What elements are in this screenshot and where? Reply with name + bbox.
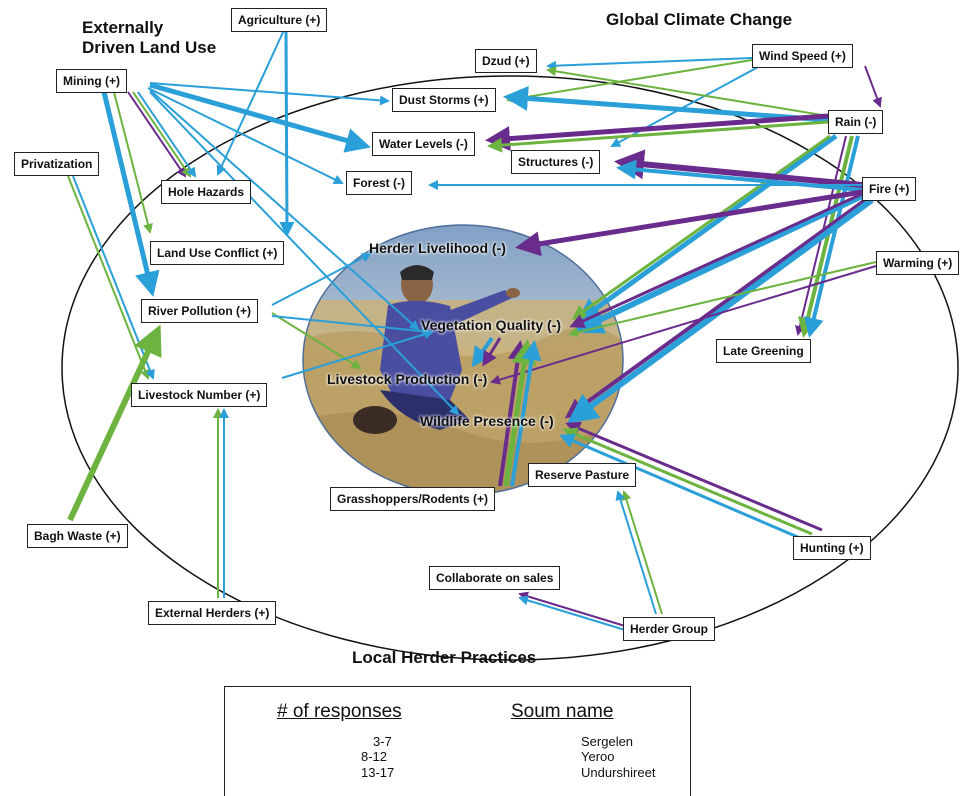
node-late-greening: Late Greening <box>716 339 811 363</box>
arrow-river-pollution-to-herder-livelihood <box>271 253 372 306</box>
node-river-pollution: River Pollution (+) <box>141 299 259 323</box>
node-structures: Structures (-) <box>511 150 601 174</box>
arrow-fire-to-structures-p <box>614 149 863 188</box>
legend-responses-title: # of responses <box>277 701 402 722</box>
node-water-levels: Water Levels (-) <box>372 132 475 156</box>
arrow-mining-to-hole-hazards-g <box>132 91 192 178</box>
arrow-mining-to-hole-hazards-p <box>127 91 187 178</box>
arrow-wind-to-dzud <box>546 57 753 71</box>
arrow-warming-to-livestock-production <box>490 265 877 385</box>
arrow-fire-to-vegetation-b <box>572 193 864 334</box>
arrow-rain-to-late-greening-b <box>804 135 860 338</box>
legend-responses-3-7: 3-7 <box>373 734 392 749</box>
node-dust-storms: Dust Storms (+) <box>392 88 496 112</box>
outcome-wildlife-presence: Wildlife Presence (-) <box>420 413 554 429</box>
arrow-rain-to-dzud <box>546 66 829 117</box>
heading-local-herder-practices: Local Herder Practices <box>352 648 537 667</box>
arrow-grasshoppers-to-vegetation-g <box>503 339 537 487</box>
arrow-river-pollution-to-vegetation <box>271 315 432 337</box>
node-collaborate-on-sales: Collaborate on sales <box>429 566 561 590</box>
outcome-vegetation-quality: Vegetation Quality (-) <box>421 317 562 333</box>
legend-soum-title: Soum name <box>511 701 614 722</box>
arrow-fire-to-vegetation-p <box>569 192 863 328</box>
node-rain: Rain (-) <box>828 110 884 134</box>
heading-externally-driven-land-use: Externally Driven Land Use <box>82 18 217 57</box>
legend-responses-13-17: 13-17 <box>361 765 395 780</box>
node-fire: Fire (+) <box>862 177 917 201</box>
node-warming: Warming (+) <box>876 251 960 275</box>
legend-responses-8-12: 8-12 <box>361 749 388 764</box>
node-wind-speed: Wind Speed (+) <box>752 44 853 68</box>
arrow-agriculture-to-hole-hazards <box>216 29 285 176</box>
arrow-herder-group-to-reserve-pasture-b <box>615 490 657 615</box>
legend-soum-sergelen: Sergelen <box>581 734 634 749</box>
arrow-rain-to-water-levels-g <box>487 120 829 153</box>
arrow-hunting-to-wildlife-p <box>565 421 823 532</box>
legend-soum-yeroo: Yeroo <box>581 749 615 764</box>
arrow-mining-to-wildlife <box>149 91 460 416</box>
node-hunting: Hunting (+) <box>793 536 871 560</box>
arrow-wind-to-structures <box>610 65 761 147</box>
arrow-grasshoppers-to-vegetation-b <box>510 340 542 487</box>
arrow-mining-to-hole-hazards-b <box>137 91 197 178</box>
system-boundary-ellipse <box>61 75 959 661</box>
node-agriculture: Agriculture (+) <box>231 8 328 32</box>
node-livestock-number: Livestock Number (+) <box>131 383 268 407</box>
arrow-bagh-waste-to-river-pollution <box>67 324 162 522</box>
arrow-mining-to-dust-storms <box>149 82 390 106</box>
arrow-wind-to-rain <box>864 65 882 108</box>
arrow-herder-group-to-collaborate-p <box>518 591 626 627</box>
arrow-fire-to-structures-b <box>616 159 863 192</box>
arrow-rain-to-vegetation-g <box>571 134 831 320</box>
arrow-herder-group-to-collaborate-b <box>518 595 626 631</box>
legend: # of responses Soum name 3-7 8-12 13-17 … <box>224 686 691 796</box>
arrow-hunting-to-wildlife-b <box>559 433 801 540</box>
arrow-rain-to-dust-storms-b <box>503 85 829 123</box>
node-land-use-conflict: Land Use Conflict (+) <box>150 241 285 265</box>
arrow-layer <box>67 29 882 631</box>
herder-photo <box>303 225 623 495</box>
node-bagh-waste: Bagh Waste (+) <box>27 524 128 548</box>
legend-soum-undurshireet: Undurshireet <box>581 765 656 780</box>
arrow-fire-to-herder-livelihood <box>515 189 863 257</box>
arrow-warming-to-vegetation-g <box>568 261 877 338</box>
arrow-fire-to-wildlife-p <box>564 196 870 419</box>
arrow-livestock-number-to-vegetation <box>281 329 434 379</box>
node-herder-group: Herder Group <box>623 617 716 641</box>
arrow-rain-to-vegetation-b <box>575 133 838 323</box>
heading-global-climate-change: Global Climate Change <box>606 10 793 29</box>
arrow-fire-to-wildlife-b <box>567 197 874 424</box>
outcome-herder-livelihood: Herder Livelihood (-) <box>369 240 506 256</box>
node-dzud: Dzud (+) <box>475 49 537 73</box>
arrow-mining-to-vegetation <box>149 89 420 331</box>
arrow-vegetation-to-livestock-production-p <box>482 337 502 367</box>
arrow-mining-to-river-pollution <box>101 91 160 297</box>
arrow-agriculture-to-land-use-conflict <box>279 29 295 237</box>
node-privatization: Privatization <box>14 152 100 176</box>
arrow-mining-to-water-levels <box>149 82 371 153</box>
node-mining: Mining (+) <box>56 69 127 93</box>
arrow-rain-to-water-levels-p <box>485 113 829 152</box>
arrow-hunting-to-wildlife-g <box>562 427 813 536</box>
outcome-livestock-production: Livestock Production (-) <box>327 371 488 387</box>
arrow-herder-group-to-reserve-pasture-g <box>621 490 663 615</box>
arrow-wind-to-dust-storms <box>506 59 753 104</box>
arrow-grasshoppers-to-vegetation-p <box>498 340 528 487</box>
node-grasshoppers-rodents: Grasshoppers/Rodents (+) <box>330 487 496 511</box>
node-forest: Forest (-) <box>346 171 412 195</box>
node-reserve-pasture: Reserve Pasture <box>528 463 637 487</box>
arrow-mining-to-forest <box>147 87 344 184</box>
arrow-mining-to-land-use-conflict <box>113 91 153 234</box>
node-hole-hazards: Hole Hazards <box>161 180 252 204</box>
node-external-herders: External Herders (+) <box>148 601 277 625</box>
